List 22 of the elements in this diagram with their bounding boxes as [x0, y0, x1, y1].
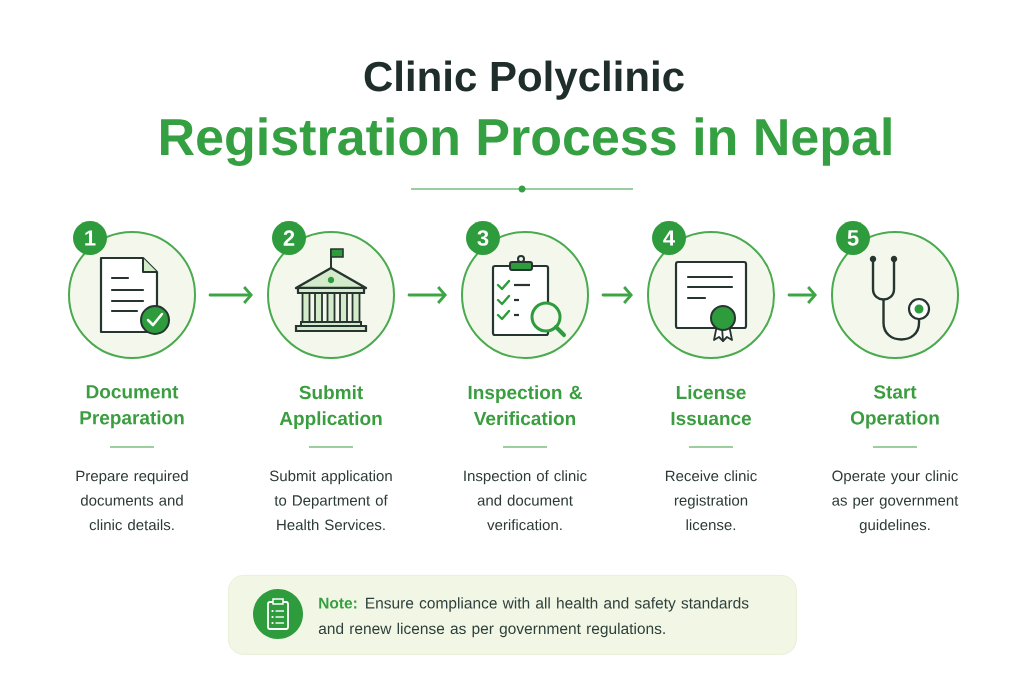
step-description: Inspection of clinic and document verification. [464, 470, 587, 531]
step-description: Operate your clinic as per government guidelines. [832, 470, 959, 534]
arrow [407, 286, 447, 304]
number-badge: 3 [466, 221, 500, 255]
number-badge: 1 [73, 221, 107, 255]
number-badge: 4 [652, 221, 686, 255]
number-badge: 2 [272, 221, 306, 255]
step-title: Document Preparation [80, 385, 184, 429]
step-title: License Issuance [671, 385, 751, 426]
arrow [787, 286, 817, 304]
step-title: Start Operation [850, 385, 939, 429]
step-title: Inspection & Verification [468, 385, 582, 426]
heading: Clinic Polyclinic [364, 60, 684, 100]
note-box: Note: Ensure compliance with all health and safety standards and renew license as per government regulations. [228, 575, 797, 655]
step-description: Receive clinic registration license. [665, 470, 757, 531]
title: Registration Process in Nepal [161, 117, 891, 167]
arrow [208, 286, 253, 304]
arrow [601, 286, 633, 304]
number-badge: 5 [836, 221, 870, 255]
step-description: Prepare required documents and clinic details. [76, 470, 188, 531]
step-description: Submit application to Department of Health Services. [270, 470, 392, 531]
step-title: Submit Application [279, 385, 382, 429]
